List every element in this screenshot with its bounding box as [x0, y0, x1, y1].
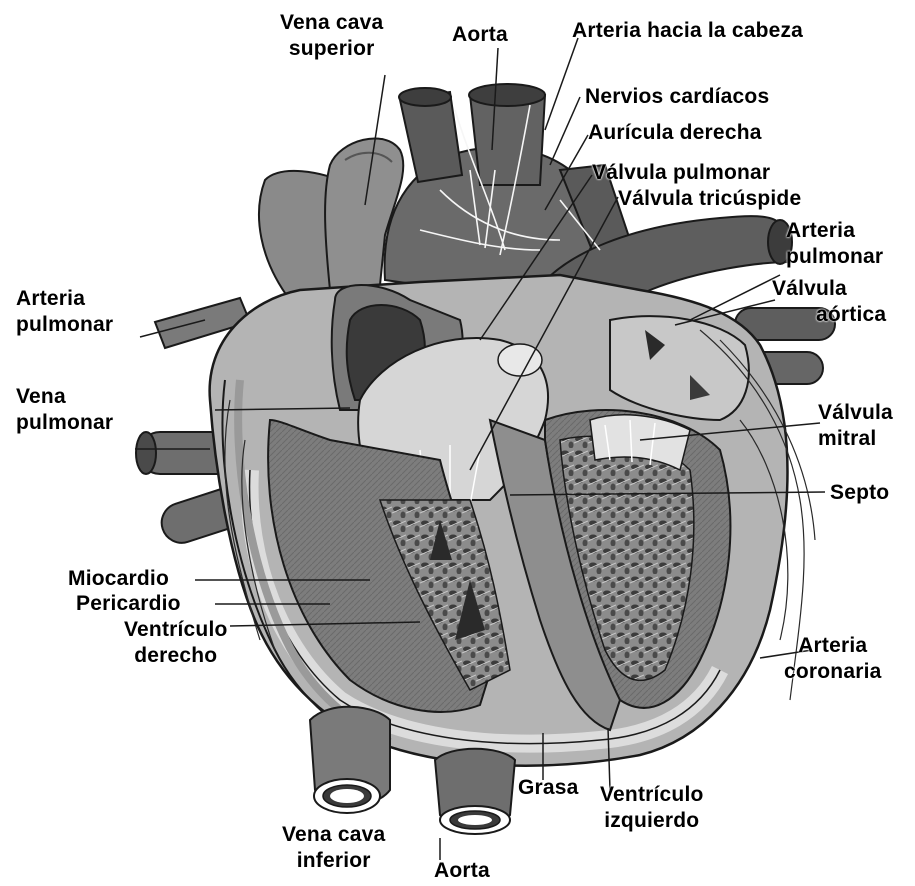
- label-valvula-pulmonar: Válvula pulmonar: [592, 160, 770, 186]
- label-vena-pulmonar: Vena pulmonar: [16, 384, 113, 436]
- label-auricula-derecha: Aurícula derecha: [588, 120, 762, 146]
- inferior-vena-cava: [310, 707, 390, 813]
- label-nervios-cardiacos: Nervios cardíacos: [585, 84, 769, 110]
- label-valvula-aortica: Válvula aórtica: [772, 276, 886, 328]
- label-miocardio: Miocardio: [68, 566, 169, 592]
- label-arteria-coronaria: Arteria coronaria: [784, 633, 882, 685]
- label-aorta-bottom: Aorta: [434, 858, 490, 884]
- label-valvula-tricuspide: Válvula tricúspide: [618, 186, 801, 212]
- label-pericardio: Pericardio: [76, 591, 181, 617]
- label-arteria-pulmonar-left: Arteria pulmonar: [16, 286, 113, 338]
- descending-aorta: [435, 749, 515, 834]
- label-valvula-mitral: Válvula mitral: [818, 400, 893, 452]
- label-vena-cava-inferior: Vena cava inferior: [282, 822, 385, 874]
- label-ventriculo-derecho: Ventrículo derecho: [124, 617, 228, 669]
- label-arteria-cabeza: Arteria hacia la cabeza: [572, 18, 803, 44]
- label-ventriculo-izquierdo: Ventrículo izquierdo: [600, 782, 704, 834]
- label-vena-cava-superior: Vena cava superior: [280, 10, 383, 62]
- label-arteria-pulmonar-right: Arteria pulmonar: [786, 218, 883, 270]
- label-septo: Septo: [830, 480, 889, 506]
- label-aorta-top: Aorta: [452, 22, 508, 48]
- label-grasa: Grasa: [518, 775, 579, 801]
